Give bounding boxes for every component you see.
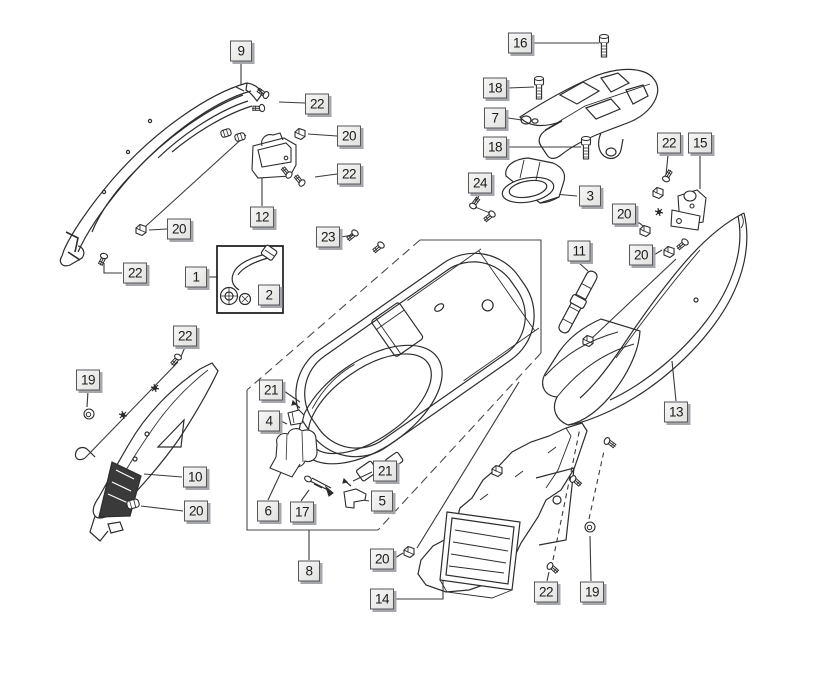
callout-16-14[interactable]: 16	[507, 32, 533, 54]
callout-2-9[interactable]: 2	[258, 284, 280, 306]
callout-1-8[interactable]: 1	[185, 266, 207, 288]
callout-17-29[interactable]: 17	[289, 501, 315, 523]
callout-21-26[interactable]: 21	[258, 379, 284, 401]
callout-5-31[interactable]: 5	[371, 490, 393, 512]
callout-22-1[interactable]: 22	[304, 93, 330, 115]
bracket-5	[344, 489, 366, 508]
part-10-inner-panel	[75, 352, 218, 541]
callout-20-5[interactable]: 20	[166, 218, 192, 240]
part-7-rack	[520, 33, 658, 160]
callout-22-7[interactable]: 22	[122, 262, 148, 284]
callout-4-27[interactable]: 4	[258, 410, 280, 432]
leader-lines	[85, 43, 700, 599]
callout-18-17[interactable]: 18	[482, 136, 508, 158]
callout-7-16[interactable]: 7	[484, 107, 506, 129]
callout-19-36[interactable]: 19	[579, 581, 605, 603]
part-3-holder	[500, 158, 564, 206]
callout-22-20[interactable]: 22	[656, 132, 682, 154]
fastener-glyphs-top	[97, 86, 497, 268]
callout-22-10[interactable]: 22	[172, 325, 198, 347]
callout-19-11[interactable]: 19	[75, 369, 101, 391]
callout-11-23[interactable]: 11	[567, 240, 591, 262]
callout-24-18[interactable]: 24	[467, 172, 493, 194]
callout-20-13[interactable]: 20	[183, 500, 209, 522]
callout-18-15[interactable]: 18	[482, 77, 508, 99]
callout-20-22[interactable]: 20	[611, 203, 637, 225]
callout-20-24[interactable]: 20	[628, 244, 654, 266]
group-box-outline	[247, 240, 541, 530]
part-13-side-panel	[543, 213, 747, 425]
callout-15-21[interactable]: 15	[687, 132, 713, 154]
clamp-6-base	[270, 457, 300, 477]
callout-12-4[interactable]: 12	[249, 206, 275, 228]
callout-20-33[interactable]: 20	[369, 548, 395, 570]
callout-23-6[interactable]: 23	[315, 226, 341, 248]
part-11-rod	[555, 268, 600, 335]
part-15-bracket	[652, 167, 706, 230]
part-14-grid-panel	[418, 423, 587, 598]
callout-21-30[interactable]: 21	[372, 460, 398, 482]
callout-9-0[interactable]: 9	[230, 40, 252, 62]
group-8-fasteners	[270, 400, 366, 508]
callout-22-35[interactable]: 22	[533, 581, 559, 603]
callout-20-2[interactable]: 20	[336, 125, 362, 147]
callout-10-12[interactable]: 10	[182, 466, 208, 488]
callout-14-34[interactable]: 14	[369, 588, 395, 610]
hook	[75, 448, 95, 460]
callout-3-19[interactable]: 3	[579, 185, 601, 207]
callout-22-3[interactable]: 22	[336, 163, 362, 185]
callout-13-25[interactable]: 13	[663, 401, 689, 423]
part-9-spoiler	[60, 83, 262, 266]
callout-6-28[interactable]: 6	[257, 500, 279, 522]
callout-8-32[interactable]: 8	[298, 560, 320, 582]
